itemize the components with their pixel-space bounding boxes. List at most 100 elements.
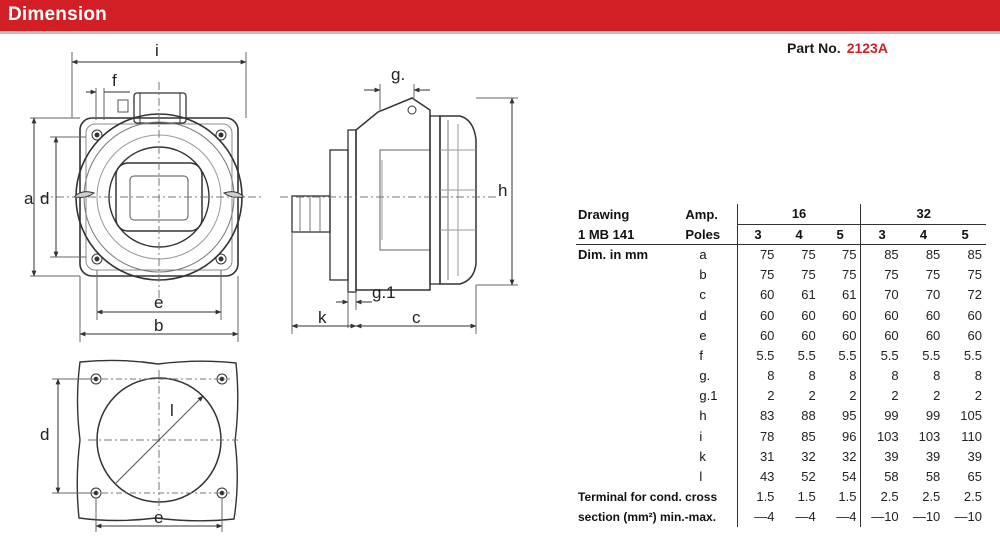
dim-value: 58 xyxy=(860,466,903,487)
dim-label xyxy=(576,366,681,386)
dim-symbol: g.1 xyxy=(699,388,718,404)
page-title: Dimension xyxy=(8,4,107,25)
dim-value: 61 xyxy=(842,287,857,303)
dim-value: 96 xyxy=(842,428,857,444)
dim-value: 85 xyxy=(967,247,982,263)
dim-label xyxy=(576,265,681,285)
dim-value: 78 xyxy=(736,426,779,447)
dim-value: 60 xyxy=(842,307,857,323)
terminal-min: 1.5 xyxy=(838,489,857,505)
dim-value: 60 xyxy=(842,327,857,343)
dim-value: 95 xyxy=(842,408,857,424)
dim-symbol: f xyxy=(699,347,704,363)
dim-label xyxy=(576,426,681,446)
dim-value: 60 xyxy=(736,325,779,346)
dim-value: 31 xyxy=(736,446,779,467)
dim-value: 88 xyxy=(801,408,816,424)
dim-value: 32 xyxy=(801,448,816,464)
amp-group-32: 32 xyxy=(860,204,986,225)
amp-header: Amp. xyxy=(685,206,718,222)
dim-value: 60 xyxy=(967,327,982,343)
side-dim-g1: g.1 xyxy=(372,283,396,302)
dim-value: 2 xyxy=(736,385,779,406)
cutout-dim-e: e xyxy=(154,508,163,527)
dim-value: 2 xyxy=(849,388,857,404)
part-number-label: Part No. xyxy=(787,40,841,56)
terminal-label-1: Terminal for cond. cross xyxy=(578,489,718,504)
table-header-amp-row: Drawing Amp. 16 32 xyxy=(576,204,986,225)
front-dim-i: i xyxy=(155,41,159,60)
dim-value: 60 xyxy=(801,307,816,323)
dim-value: 110 xyxy=(961,428,982,444)
dim-value: 75 xyxy=(967,267,982,283)
dim-value: 65 xyxy=(967,469,982,485)
cutout-dim-l: l xyxy=(170,401,174,420)
pole-header: 3 xyxy=(860,224,903,245)
dim-value: 52 xyxy=(801,469,816,485)
table-header-poles-row: 1 MB 141 Poles 3 4 5 3 4 5 xyxy=(576,224,986,245)
terminal-max: —4 xyxy=(736,506,779,527)
dim-symbol: d xyxy=(699,307,707,323)
terminal-min: 1.5 xyxy=(736,486,779,507)
dim-value: 85 xyxy=(801,428,816,444)
terminal-max: —4 xyxy=(795,509,816,525)
dim-symbol: k xyxy=(699,448,706,464)
dim-value: 5.5 xyxy=(838,347,857,363)
terminal-min: 2.5 xyxy=(963,489,982,505)
part-number: Part No. 2123A xyxy=(787,40,888,56)
dim-symbol: h xyxy=(699,408,707,424)
header-divider xyxy=(0,31,1000,34)
dim-value: 103 xyxy=(918,428,941,444)
dim-value: 75 xyxy=(736,244,779,265)
dim-value: 60 xyxy=(967,307,982,323)
dim-value: 39 xyxy=(860,446,903,467)
pole-header: 4 xyxy=(778,224,820,245)
dim-value: 105 xyxy=(960,408,982,424)
dim-symbol: g. xyxy=(699,368,711,384)
dim-value: 8 xyxy=(974,368,982,384)
part-number-value: 2123A xyxy=(846,40,888,56)
drawing-number: 1 MB 141 xyxy=(576,224,682,245)
side-dim-h: h xyxy=(498,181,507,200)
terminal-max: —10 xyxy=(860,506,903,527)
terminal-max: —4 xyxy=(836,509,857,525)
dim-value: 61 xyxy=(801,287,816,303)
pole-header: 4 xyxy=(902,224,945,245)
technical-drawings: i f a d e b g. h g.1 k c d e l xyxy=(24,41,518,532)
front-dim-d: d xyxy=(40,189,49,208)
terminal-max: —10 xyxy=(912,509,941,525)
front-dim-e: e xyxy=(154,293,163,312)
drawing-header: Drawing xyxy=(578,206,630,222)
dim-value: 60 xyxy=(860,304,903,326)
side-view-drawing xyxy=(280,84,518,334)
dim-symbol: a xyxy=(699,247,707,263)
dim-value: 75 xyxy=(842,267,857,283)
dim-value: 8 xyxy=(736,365,779,386)
terminal-max: —10 xyxy=(954,509,982,525)
dim-value: 8 xyxy=(808,368,816,384)
dim-value: 54 xyxy=(842,469,857,485)
dim-value: 39 xyxy=(925,448,941,464)
dim-value: 5.5 xyxy=(736,345,779,366)
dim-value: 99 xyxy=(925,408,941,424)
dim-value: 75 xyxy=(801,267,816,283)
terminal-row-1: Terminal for cond. cross 1.5 1.5 1.5 2.5… xyxy=(576,486,986,507)
dim-value: 70 xyxy=(860,284,903,305)
dim-value: 39 xyxy=(967,448,982,464)
dim-label xyxy=(576,325,681,345)
dim-value: 60 xyxy=(925,307,941,323)
dim-label xyxy=(576,285,681,305)
dim-value: 8 xyxy=(860,365,903,386)
dim-value: 2 xyxy=(933,388,941,404)
front-dim-b: b xyxy=(154,316,163,335)
dim-value: 2 xyxy=(860,385,903,406)
terminal-min: 2.5 xyxy=(922,489,941,505)
cutout-view-drawing xyxy=(52,359,239,532)
